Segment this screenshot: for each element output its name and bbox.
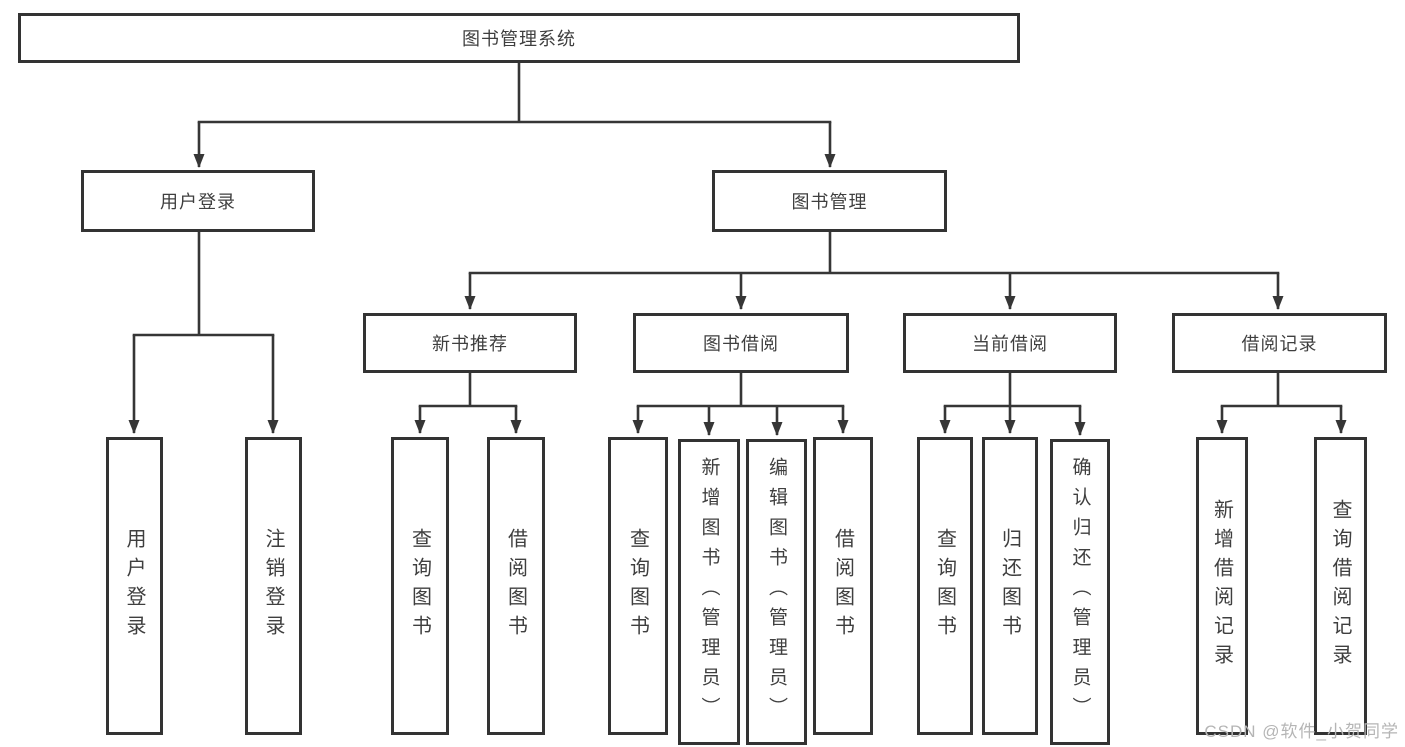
- leaf-add-borrow-record: 新增借阅记录: [1196, 437, 1248, 735]
- leaf-logout: 注销登录: [245, 437, 302, 735]
- leaf-add-book-admin: 新增图书（管理员）: [678, 439, 740, 745]
- leaf-borrow-books-borrow: 借阅图书: [813, 437, 873, 735]
- node-book-borrow: 图书借阅: [633, 313, 849, 373]
- node-current-borrow: 当前借阅: [903, 313, 1117, 373]
- node-root-system: 图书管理系统: [18, 13, 1020, 63]
- node-user-login: 用户登录: [81, 170, 315, 232]
- leaf-query-borrow-record: 查询借阅记录: [1314, 437, 1367, 735]
- leaf-return-books: 归还图书: [982, 437, 1038, 735]
- node-book-management-label: 图书管理: [791, 192, 868, 212]
- node-new-book-recommend-label: 新书推荐: [432, 334, 508, 354]
- leaf-query-books-newbook: 查询图书: [391, 437, 449, 735]
- node-book-borrow-label: 图书借阅: [703, 334, 779, 354]
- leaf-query-books-current: 查询图书: [917, 437, 973, 735]
- leaf-query-books-borrow: 查询图书: [608, 437, 668, 735]
- leaf-confirm-return-admin: 确认归还（管理员）: [1050, 439, 1110, 745]
- node-new-book-recommend: 新书推荐: [363, 313, 577, 373]
- node-root-label: 图书管理系统: [462, 29, 576, 49]
- node-current-borrow-label: 当前借阅: [972, 334, 1048, 354]
- leaf-user-login: 用户登录: [106, 437, 163, 735]
- node-book-management: 图书管理: [712, 170, 947, 232]
- leaf-borrow-books-newbook: 借阅图书: [487, 437, 545, 735]
- csdn-watermark: CSDN @软件_小贺同学: [1204, 722, 1399, 741]
- node-borrow-record: 借阅记录: [1172, 313, 1387, 373]
- node-borrow-record-label: 借阅记录: [1241, 334, 1318, 354]
- node-user-login-label: 用户登录: [160, 192, 236, 212]
- leaf-edit-book-admin: 编辑图书（管理员）: [746, 439, 807, 745]
